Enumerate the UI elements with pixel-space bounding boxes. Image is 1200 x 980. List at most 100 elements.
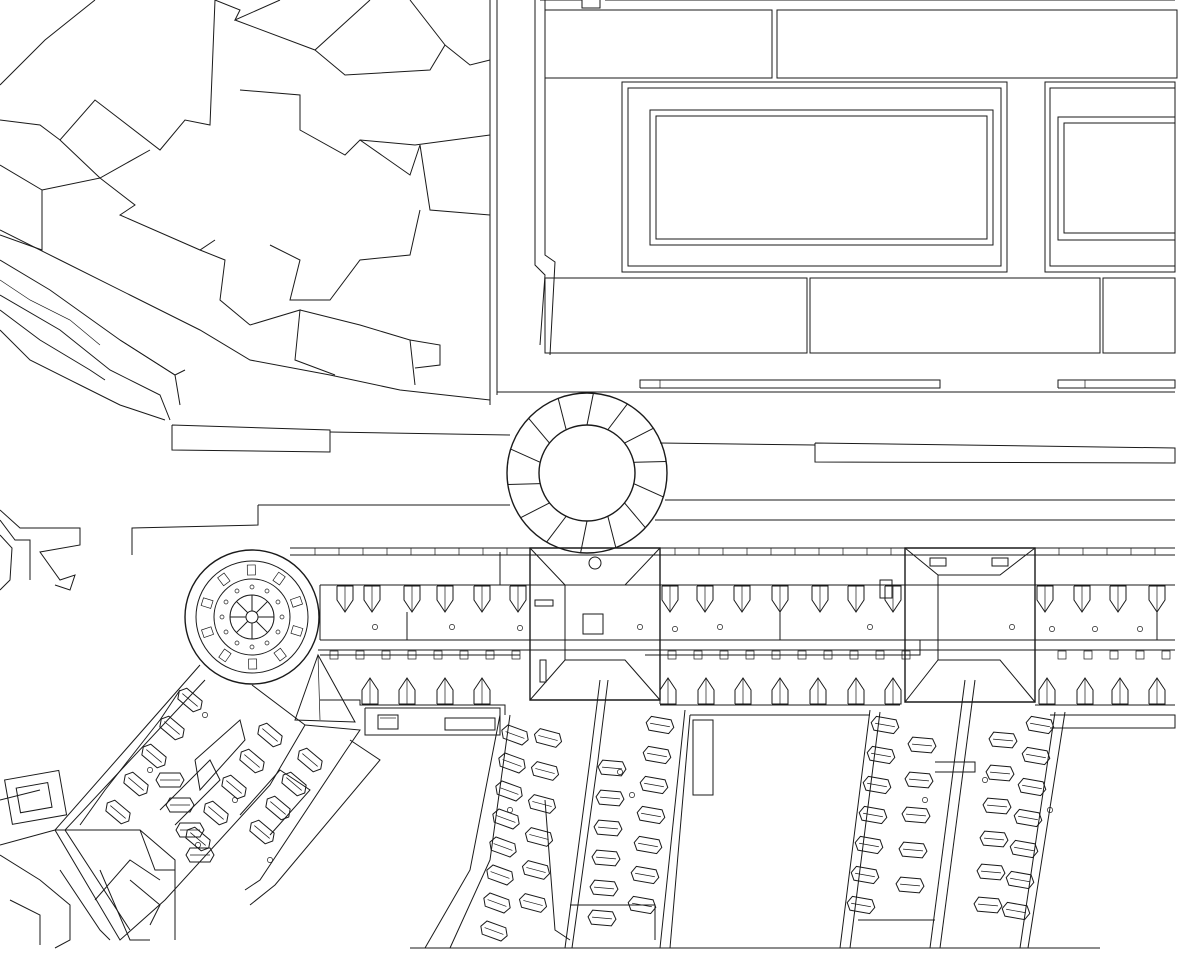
tower-seat-dot: [279, 614, 285, 620]
roof-unit-ridge: [638, 842, 658, 848]
planter-dot: [637, 624, 643, 630]
roof-unit: [524, 827, 554, 847]
roof-unit-ridge: [867, 782, 887, 788]
roof-unit-ridge: [993, 738, 1013, 742]
dormer: [436, 677, 454, 705]
pavilion-segment-line: [510, 448, 541, 463]
planter-dot: [1092, 626, 1098, 632]
courtyard-roof-units: [105, 687, 1055, 942]
dormer: [1073, 585, 1091, 613]
planter-dot: [1009, 624, 1015, 630]
roof-unit-ridge: [1014, 846, 1034, 852]
planter-dot: [507, 807, 513, 813]
roof-unit-ridge: [978, 903, 998, 907]
tower-seat-dot: [249, 644, 255, 650]
roof-unit-ridge: [128, 777, 144, 791]
roof-unit-ridge: [208, 806, 224, 820]
roof-unit: [907, 736, 937, 754]
dormer: [363, 585, 381, 613]
roof-unit: [530, 761, 560, 781]
roof-unit: [1005, 870, 1035, 890]
roof-unit: [249, 819, 275, 845]
pavilion-segment-line: [520, 502, 550, 519]
roof-unit: [518, 893, 548, 913]
dormer: [659, 677, 677, 705]
dormer: [884, 585, 902, 613]
roof-unit-ridge: [984, 837, 1004, 841]
building-southwest-wing: [0, 509, 381, 949]
roof-unit-ridge: [502, 759, 522, 767]
roof-unit: [105, 799, 131, 825]
roof-unit-ridge: [505, 731, 525, 739]
dormer: [361, 677, 379, 705]
roof-unit: [123, 771, 149, 797]
roof-unit-ridge: [912, 743, 932, 747]
tower-spokes: [219, 584, 285, 650]
planter-dot: [195, 842, 201, 848]
roof-unit-ridge: [490, 871, 510, 879]
tower-seat: [272, 571, 286, 586]
tower-seat-dot: [249, 584, 255, 590]
roof-unit: [597, 759, 627, 777]
street-edges: [131, 0, 1176, 555]
roof-unit: [297, 747, 323, 773]
roof-unit: [593, 819, 623, 837]
roof-unit: [904, 771, 934, 789]
roof-unit: [165, 797, 195, 813]
planter-dot: [617, 769, 623, 775]
roof-unit: [159, 715, 185, 741]
dormer: [697, 677, 715, 705]
roof-unit-ridge: [484, 927, 504, 935]
planter-dot: [867, 624, 873, 630]
tower-seat: [273, 647, 287, 662]
dormer: [771, 585, 789, 613]
facade-post: [1083, 650, 1093, 660]
roof-unit-ridge: [1018, 815, 1038, 821]
roof-unit-ridge: [487, 899, 507, 907]
tower-seat-dot: [223, 599, 229, 605]
roof-unit-ridge: [262, 728, 278, 742]
roof-unit-ridge: [859, 842, 879, 848]
dormer: [1111, 677, 1129, 705]
roof-unit: [257, 722, 283, 748]
planter-dot: [517, 625, 523, 631]
pavilion-segment-line: [586, 393, 594, 426]
dormer: [809, 677, 827, 705]
planter-dot: [922, 797, 928, 803]
tower-seat-dot: [264, 588, 270, 594]
dormer: [1109, 585, 1127, 613]
roof-unit: [203, 800, 229, 826]
roof-unit: [265, 795, 291, 821]
tower-seat: [290, 625, 304, 637]
tower-seat-dot: [275, 629, 281, 635]
roof-unit: [141, 743, 167, 769]
planter-dot: [1137, 626, 1143, 632]
roof-unit-ridge: [650, 722, 670, 728]
dormer: [696, 585, 714, 613]
tower-seating: [200, 564, 304, 670]
roof-unit: [846, 895, 876, 915]
roof-unit-ridge: [1010, 877, 1030, 883]
pavilion-segments: [507, 393, 667, 553]
facade-post: [355, 650, 365, 660]
roof-unit-ridge: [226, 780, 242, 794]
tower-seat-dot: [223, 629, 229, 635]
roof-unit: [639, 775, 669, 795]
dormer: [336, 585, 354, 613]
roof-unit: [589, 879, 619, 897]
pavilion-segment-line: [546, 515, 567, 543]
roof-unit: [1001, 901, 1031, 921]
roof-unit-ridge: [1006, 908, 1026, 914]
tower-seat: [248, 658, 258, 670]
roof-unit: [854, 835, 884, 855]
pavilion-segment-line: [607, 403, 628, 431]
roof-unit-ridge: [647, 752, 667, 758]
planter-dot: [202, 712, 208, 718]
roof-unit-ridge: [1022, 784, 1042, 790]
pavilion-segment-line: [633, 483, 664, 498]
facade-post: [433, 650, 443, 660]
building-main-wing: [290, 547, 1176, 736]
dormer: [436, 585, 454, 613]
dormer: [884, 677, 902, 705]
roof-dormers: [336, 585, 1166, 705]
